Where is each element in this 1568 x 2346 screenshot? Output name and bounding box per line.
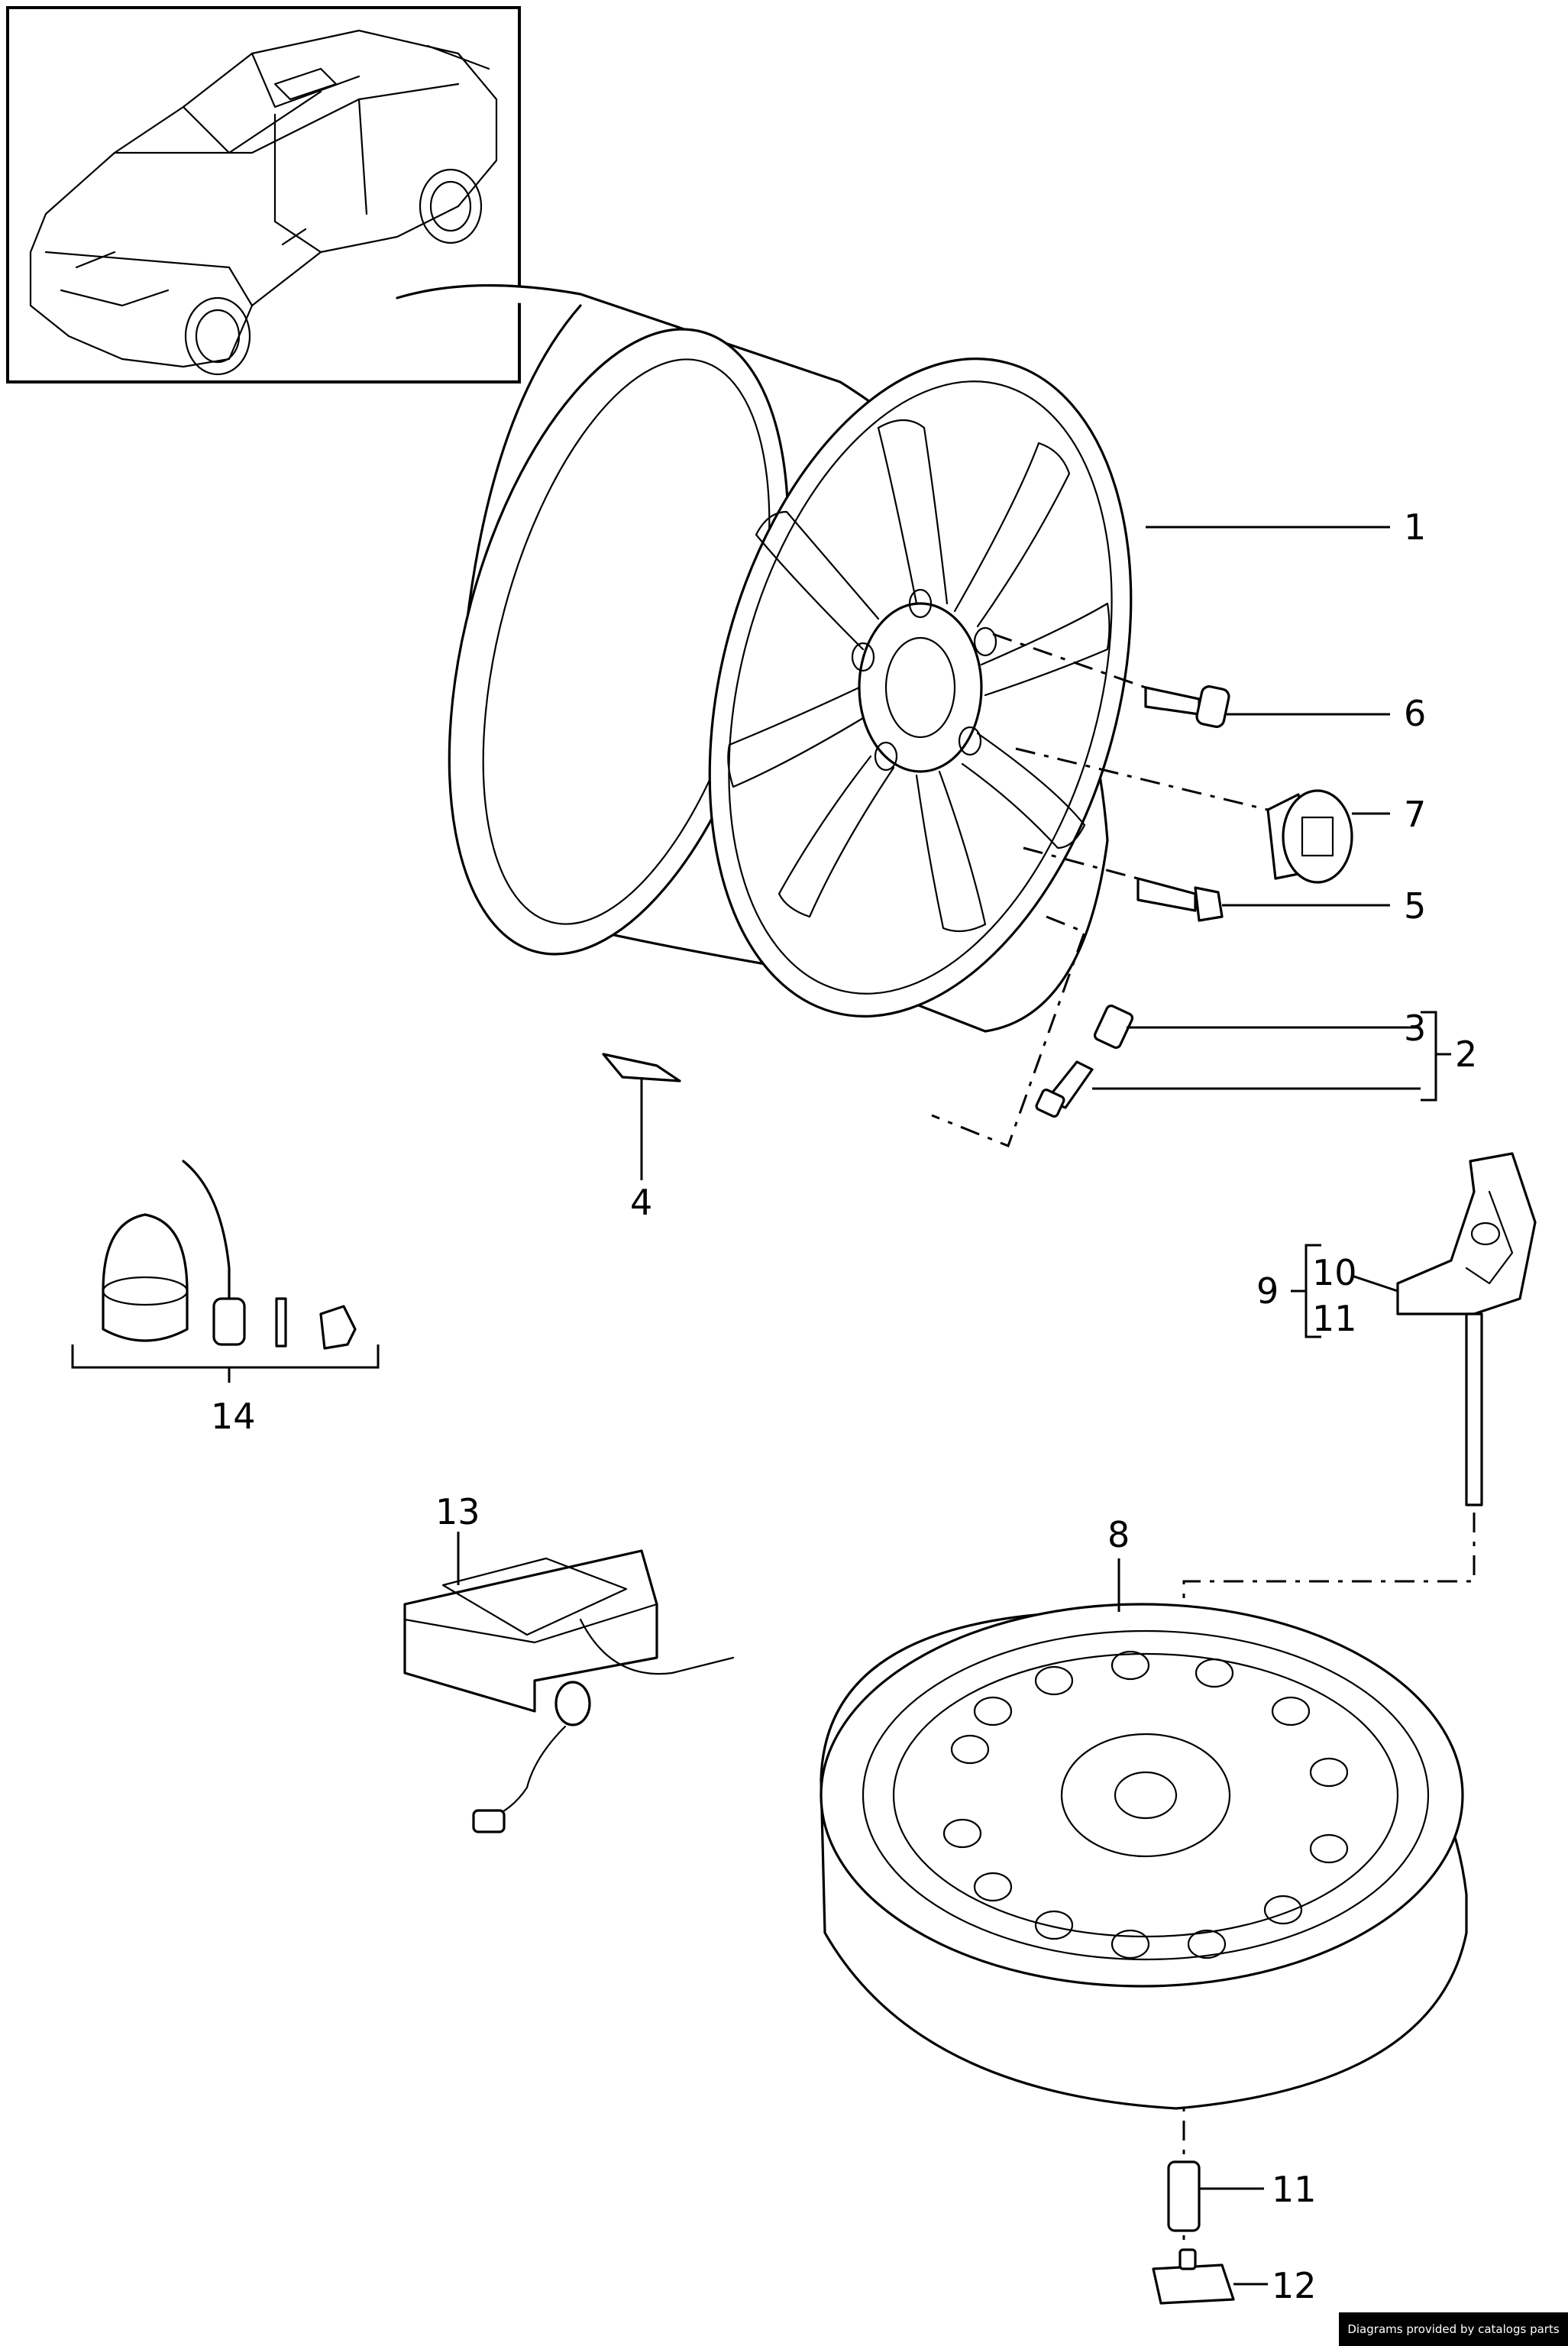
callout-11-upper: 11 [1312, 1298, 1357, 1339]
callout-1: 1 [1404, 506, 1426, 548]
jack-bracket [1182, 1152, 1537, 2292]
tire-sealant-kit-14 [71, 1160, 380, 1383]
callout-3: 3 [1404, 1008, 1426, 1049]
callout-10: 10 [1312, 1252, 1357, 1293]
callout-2: 2 [1455, 1034, 1477, 1075]
credit-banner: Diagrams provided by catalogs parts [1339, 2312, 1568, 2346]
center-cap-7 [1266, 789, 1353, 884]
alloy-wheel [396, 284, 1133, 1033]
callout-11-lower: 11 [1272, 2169, 1317, 2210]
callout-12: 12 [1272, 2265, 1317, 2306]
leader-lines-wheel [640, 526, 1451, 1180]
vehicle-thumbnail [6, 6, 521, 383]
spare-wheel-8 [820, 1558, 1468, 2110]
callout-8: 8 [1107, 1514, 1130, 1555]
callout-14: 14 [211, 1396, 256, 1437]
balance-weight-4 [602, 1053, 681, 1082]
callout-9: 9 [1256, 1270, 1279, 1312]
adapter-bolt-11 [1167, 2160, 1264, 2232]
tire-valve [1035, 1005, 1134, 1118]
callout-6: 6 [1404, 693, 1426, 734]
compressor-13 [403, 1532, 735, 1833]
nut-plate-12 [1152, 2248, 1268, 2305]
bolt-5 [1136, 877, 1224, 922]
wheel-bolt-6 [1144, 685, 1230, 728]
callout-13: 13 [435, 1491, 480, 1532]
callout-4: 4 [630, 1182, 652, 1223]
callout-5: 5 [1404, 885, 1426, 927]
callout-7: 7 [1404, 794, 1426, 835]
